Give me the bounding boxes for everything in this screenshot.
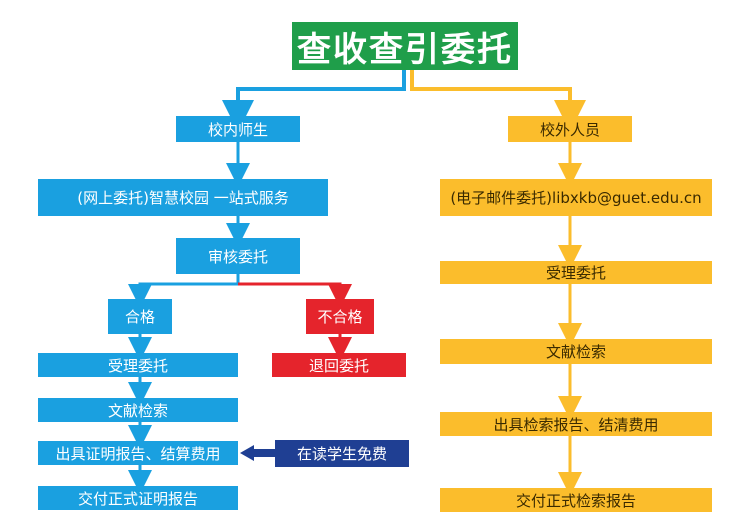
outside-header: 校外人员: [508, 116, 632, 142]
inside-channel: (网上委托)智慧校园 一站式服务: [38, 179, 328, 216]
page-title: 查收查引委托: [292, 22, 518, 70]
fail-box: 不合格: [306, 299, 374, 334]
inside-step-4: 交付正式证明报告: [38, 486, 238, 510]
title-to-outside-connector: [410, 70, 586, 132]
outside-step-3: 出具检索报告、结清费用: [440, 412, 712, 436]
review-box: 审核委托: [176, 238, 300, 274]
free-note-arrow-icon: [240, 445, 276, 461]
pass-box: 合格: [108, 299, 172, 334]
outside-step-4: 交付正式检索报告: [440, 488, 712, 512]
inside-step-2: 文献检索: [38, 398, 238, 422]
outside-step-2: 文献检索: [440, 339, 712, 364]
title-to-inside-connector: [222, 70, 406, 132]
outside-step-1: 受理委托: [440, 261, 712, 284]
free-note: 在读学生免费: [275, 440, 409, 467]
inside-step-1: 受理委托: [38, 353, 238, 377]
inside-header: 校内师生: [176, 116, 300, 142]
outside-channel: (电子邮件委托)libxkb@guet.edu.cn: [440, 179, 712, 216]
review-to-fail-connector: [238, 282, 352, 308]
reject-box: 退回委托: [272, 353, 406, 377]
inside-step-3: 出具证明报告、结算费用: [38, 441, 238, 465]
review-to-pass-connector: [128, 274, 240, 308]
